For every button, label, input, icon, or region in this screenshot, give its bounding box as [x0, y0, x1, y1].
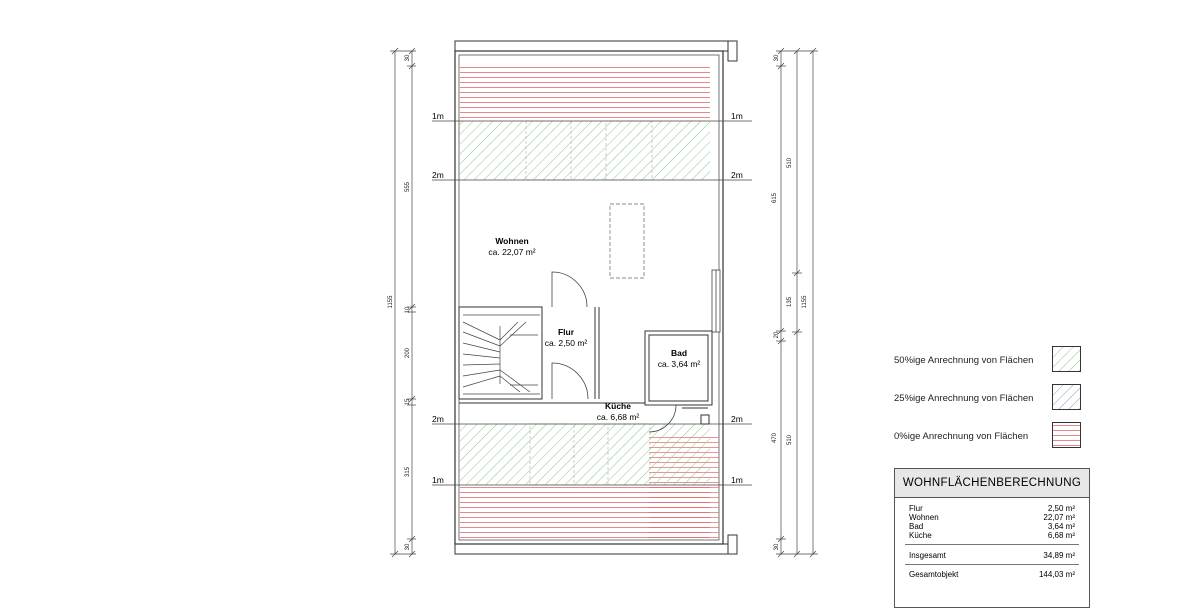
row-name: Küche: [909, 531, 932, 540]
table-divider: [905, 544, 1079, 545]
zero-percent-area-top: [460, 66, 710, 120]
row-name: Bad: [909, 522, 924, 531]
table-row: Wohnen 22,07 m²: [909, 513, 1075, 522]
table-divider: [905, 564, 1079, 565]
dim-right-470: 470: [772, 432, 778, 443]
gesamtobjekt-value: 144,03 m²: [1038, 570, 1075, 579]
room-area-flur: ca. 2,50 m²: [545, 338, 588, 348]
height-line-label-2m-bottom-right: 2m: [731, 414, 743, 424]
window-right: [711, 269, 721, 333]
height-line-label-2m-bottom-left: 2m: [432, 414, 444, 424]
row-name: Wohnen: [909, 513, 939, 522]
table-row: Flur 2,50 m²: [909, 504, 1075, 513]
dim-left-200: 200: [405, 347, 411, 358]
height-lines: [432, 120, 752, 486]
dim-right-20: 20: [774, 331, 780, 338]
table-gesamtobjekt-row: Gesamtobjekt 144,03 m²: [909, 570, 1075, 579]
height-line-label-1m-top-left: 1m: [432, 111, 444, 121]
door-flur-kueche: [551, 362, 589, 400]
dim-left-555: 555: [405, 181, 411, 192]
room-area-kueche: ca. 6,68 m²: [597, 412, 640, 422]
legend-swatch-0: [1052, 422, 1081, 448]
room-name-bad: Bad: [671, 348, 687, 358]
dim-left-30-bottom: 30: [405, 543, 411, 550]
dimension-chain-left: [390, 47, 416, 558]
half-percent-area-top: [460, 120, 710, 181]
dim-right-510-bottom: 510: [787, 434, 793, 445]
legend-label-50: 50%ige Anrechnung von Flächen: [894, 355, 1034, 366]
room-name-flur: Flur: [558, 327, 575, 337]
skylight: [609, 203, 645, 279]
height-line-label-2m-top-right: 2m: [731, 170, 743, 180]
wohnflaechen-table: WOHNFLÄCHENBERECHNUNG Flur 2,50 m² Wohne…: [894, 468, 1090, 608]
row-name: Flur: [909, 504, 923, 513]
legend-swatch-50: [1052, 346, 1081, 372]
staircase: [462, 314, 540, 395]
half-percent-area-bottom: [460, 423, 710, 486]
dim-left-15: 15: [405, 398, 411, 405]
interior-walls: [458, 306, 713, 425]
dim-right-615: 615: [772, 192, 778, 203]
height-line-label-2m-top-left: 2m: [432, 170, 444, 180]
table-total-row: Insgesamt 34,89 m²: [909, 551, 1075, 560]
height-line-label-1m-top-right: 1m: [731, 111, 743, 121]
legend-label-25: 25%ige Anrechnung von Flächen: [894, 393, 1034, 404]
dim-left-30-top: 30: [405, 54, 411, 61]
total-label: Insgesamt: [909, 551, 946, 560]
total-value: 34,89 m²: [1043, 551, 1075, 560]
dim-left-10: 10: [405, 306, 411, 313]
legend-label-0: 0%ige Anrechnung von Flächen: [894, 431, 1029, 442]
dim-right-30-bottom: 30: [774, 543, 780, 550]
table-row: Bad 3,64 m²: [909, 522, 1075, 531]
room-area-bad: ca. 3,64 m²: [658, 359, 701, 369]
row-value: 6,68 m²: [1047, 531, 1075, 540]
row-value: 2,50 m²: [1047, 504, 1075, 513]
room-area-wohnen: ca. 22,07 m²: [488, 247, 535, 257]
dim-right-135: 135: [787, 296, 793, 307]
height-line-label-1m-bottom-left: 1m: [432, 475, 444, 485]
dimension-chain-right: [776, 47, 818, 558]
door-bad: [648, 404, 677, 433]
gesamtobjekt-label: Gesamtobjekt: [909, 570, 959, 579]
room-name-wohnen: Wohnen: [495, 236, 528, 246]
legend-swatch-25: [1052, 384, 1081, 410]
door-wohnen-flur: [551, 271, 588, 308]
table-title: WOHNFLÄCHENBERECHNUNG: [895, 469, 1089, 498]
dim-right-510-top: 510: [787, 157, 793, 168]
room-name-kueche: Küche: [605, 401, 631, 411]
dim-left-total: 1155: [388, 295, 394, 309]
table-row: Küche 6,68 m²: [909, 531, 1075, 540]
dim-right-30-top: 30: [774, 54, 780, 61]
dim-right-total: 1155: [802, 295, 808, 309]
height-line-label-1m-bottom-right: 1m: [731, 475, 743, 485]
dim-left-315: 315: [405, 466, 411, 477]
row-value: 3,64 m²: [1047, 522, 1075, 531]
row-value: 22,07 m²: [1043, 513, 1075, 522]
